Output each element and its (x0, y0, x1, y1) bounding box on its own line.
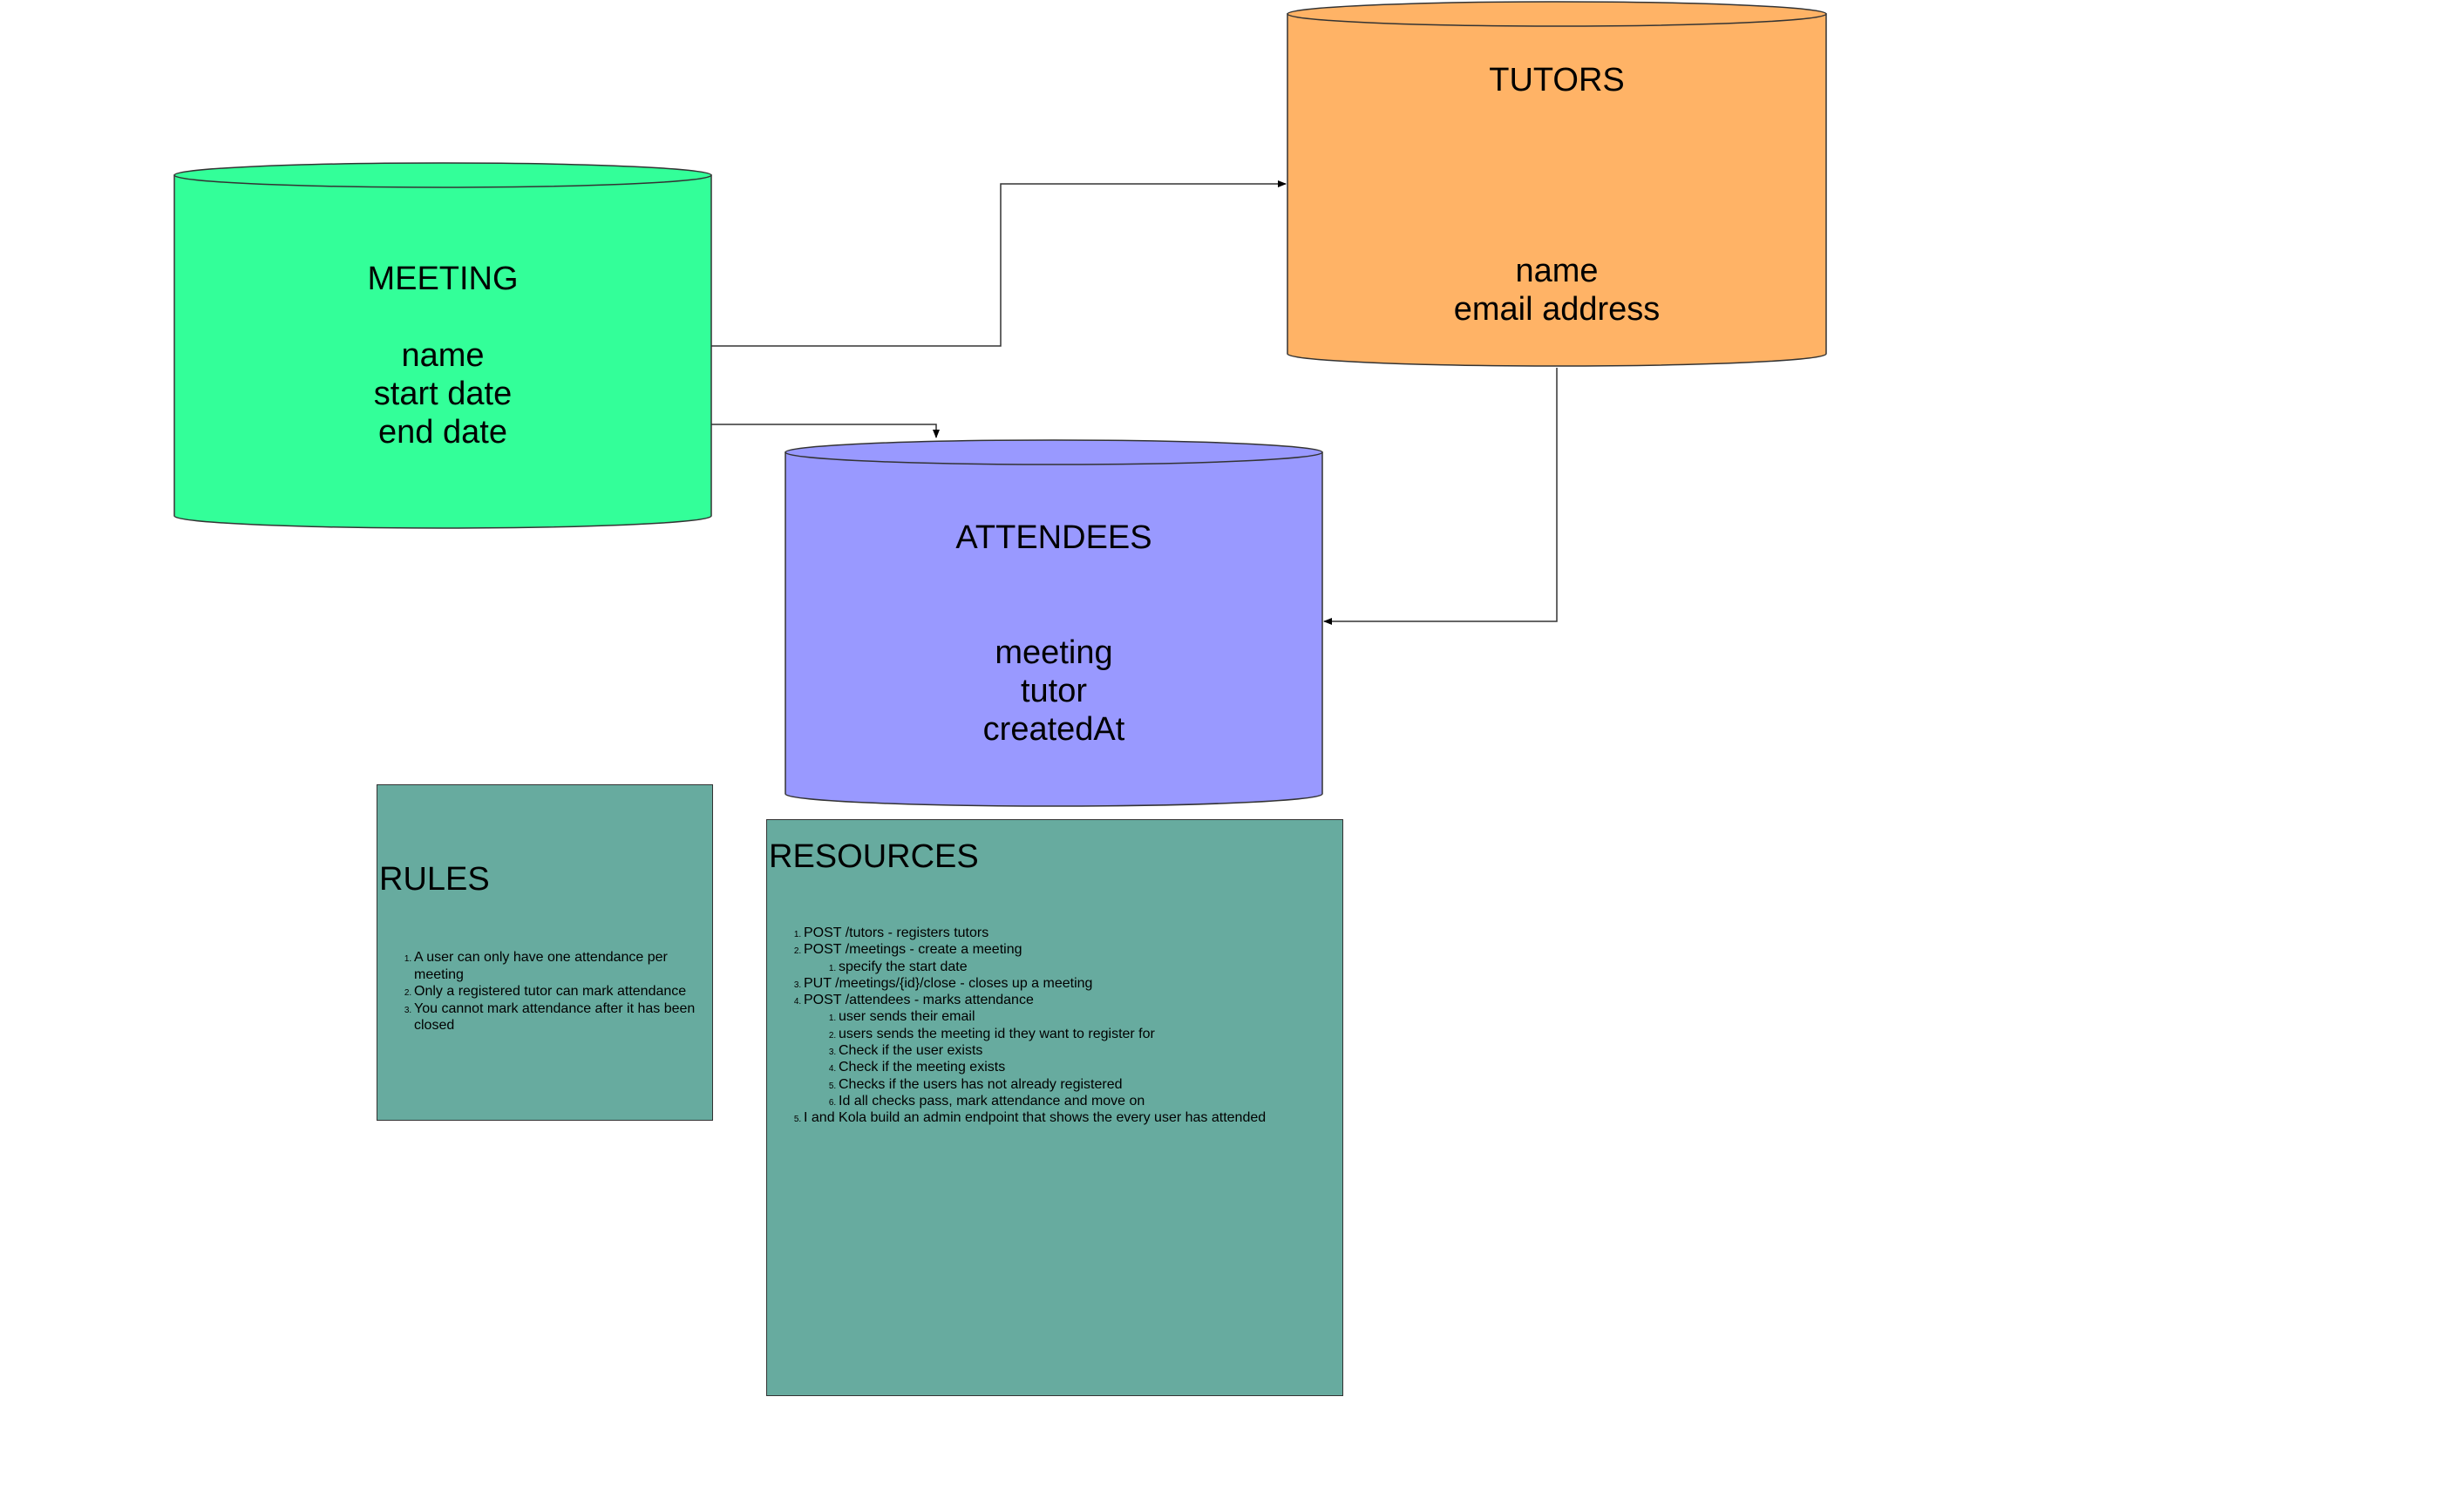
tutors-fields: name email address (1287, 252, 1826, 329)
attendees-field: meeting (995, 634, 1113, 671)
tutors-table-label: TUTORS (1287, 61, 1826, 99)
resources-list: POST /tutors - registers tutors POST /me… (788, 925, 1344, 1127)
resources-item: I and Kola build an admin endpoint that … (804, 1109, 1344, 1126)
resources-item-text: I and Kola build an admin endpoint that … (804, 1110, 1267, 1126)
meeting-table-label: MEETING name start date end date (174, 260, 711, 451)
meeting-table-shape[interactable] (173, 162, 712, 529)
tutors-table-title: TUTORS (1489, 62, 1625, 98)
tutors-field: name (1515, 253, 1599, 289)
meeting-field: end date (378, 414, 507, 451)
resources-sublist: specify the start date (804, 959, 1344, 975)
attendees-cylinder-top (785, 439, 1323, 465)
rules-note[interactable]: RULES A user can only have one attendanc… (377, 784, 713, 1121)
meeting-field: name (401, 337, 485, 374)
rules-item: A user can only have one attendance per … (414, 949, 717, 983)
attendees-fields: meeting tutor createdAt (785, 634, 1322, 749)
edge-meeting-to-attendees[interactable] (711, 424, 940, 438)
resources-title: RESOURCES (769, 838, 979, 875)
attendees-cylinder-body (785, 451, 1323, 807)
rules-title: RULES (379, 861, 490, 898)
tutors-field: email address (1453, 291, 1661, 328)
resources-subitem: users sends the meeting id they want to … (839, 1026, 1344, 1042)
resources-subitem: Check if the user exists (839, 1042, 1344, 1059)
rules-item: You cannot mark attendance after it has … (414, 1000, 717, 1034)
meeting-table-title: MEETING (367, 261, 519, 297)
meeting-cylinder-body (173, 174, 712, 529)
edge-tutors-to-attendees[interactable] (1323, 368, 1558, 625)
meeting-cylinder-top (173, 162, 712, 188)
resources-subitem: Id all checks pass, mark attendance and … (839, 1093, 1344, 1109)
resources-sublist: user sends their email users sends the m… (804, 1008, 1344, 1109)
meeting-field: start date (373, 376, 513, 412)
resources-subitem: Check if the meeting exists (839, 1059, 1344, 1075)
tutors-cylinder-top (1287, 1, 1827, 27)
resources-subitem: Checks if the users has not already regi… (839, 1076, 1344, 1093)
resources-item: POST /attendees - marks attendance user … (804, 992, 1344, 1109)
rules-list: A user can only have one attendance per … (398, 949, 717, 1034)
resources-item: PUT /meetings/{id}/close - closes up a m… (804, 975, 1344, 992)
attendees-table-label: ATTENDEES (785, 519, 1322, 557)
attendees-field: createdAt (982, 711, 1125, 748)
resources-subitem: user sends their email (839, 1008, 1344, 1025)
resources-item-text: PUT /meetings/{id}/close - closes up a m… (804, 975, 1093, 991)
tutors-cylinder-body (1287, 13, 1827, 367)
edge-meeting-to-tutors[interactable] (711, 180, 1287, 347)
resources-subitem: specify the start date (839, 959, 1344, 975)
attendees-table-title: ATTENDEES (955, 519, 1152, 556)
tutors-table-shape[interactable] (1287, 1, 1827, 367)
resources-item: POST /tutors - registers tutors (804, 925, 1344, 941)
resources-item: POST /meetings - create a meeting specif… (804, 941, 1344, 975)
attendees-field: tutor (1020, 673, 1088, 709)
resources-item-text: POST /tutors - registers tutors (804, 926, 989, 940)
attendees-table-shape[interactable] (785, 439, 1323, 807)
resources-note[interactable]: RESOURCES POST /tutors - registers tutor… (766, 819, 1343, 1396)
resources-item-text: POST /attendees - marks attendance (804, 993, 1034, 1008)
resources-item-text: POST /meetings - create a meeting (804, 942, 1022, 958)
rules-item: Only a registered tutor can mark attenda… (414, 983, 717, 1000)
